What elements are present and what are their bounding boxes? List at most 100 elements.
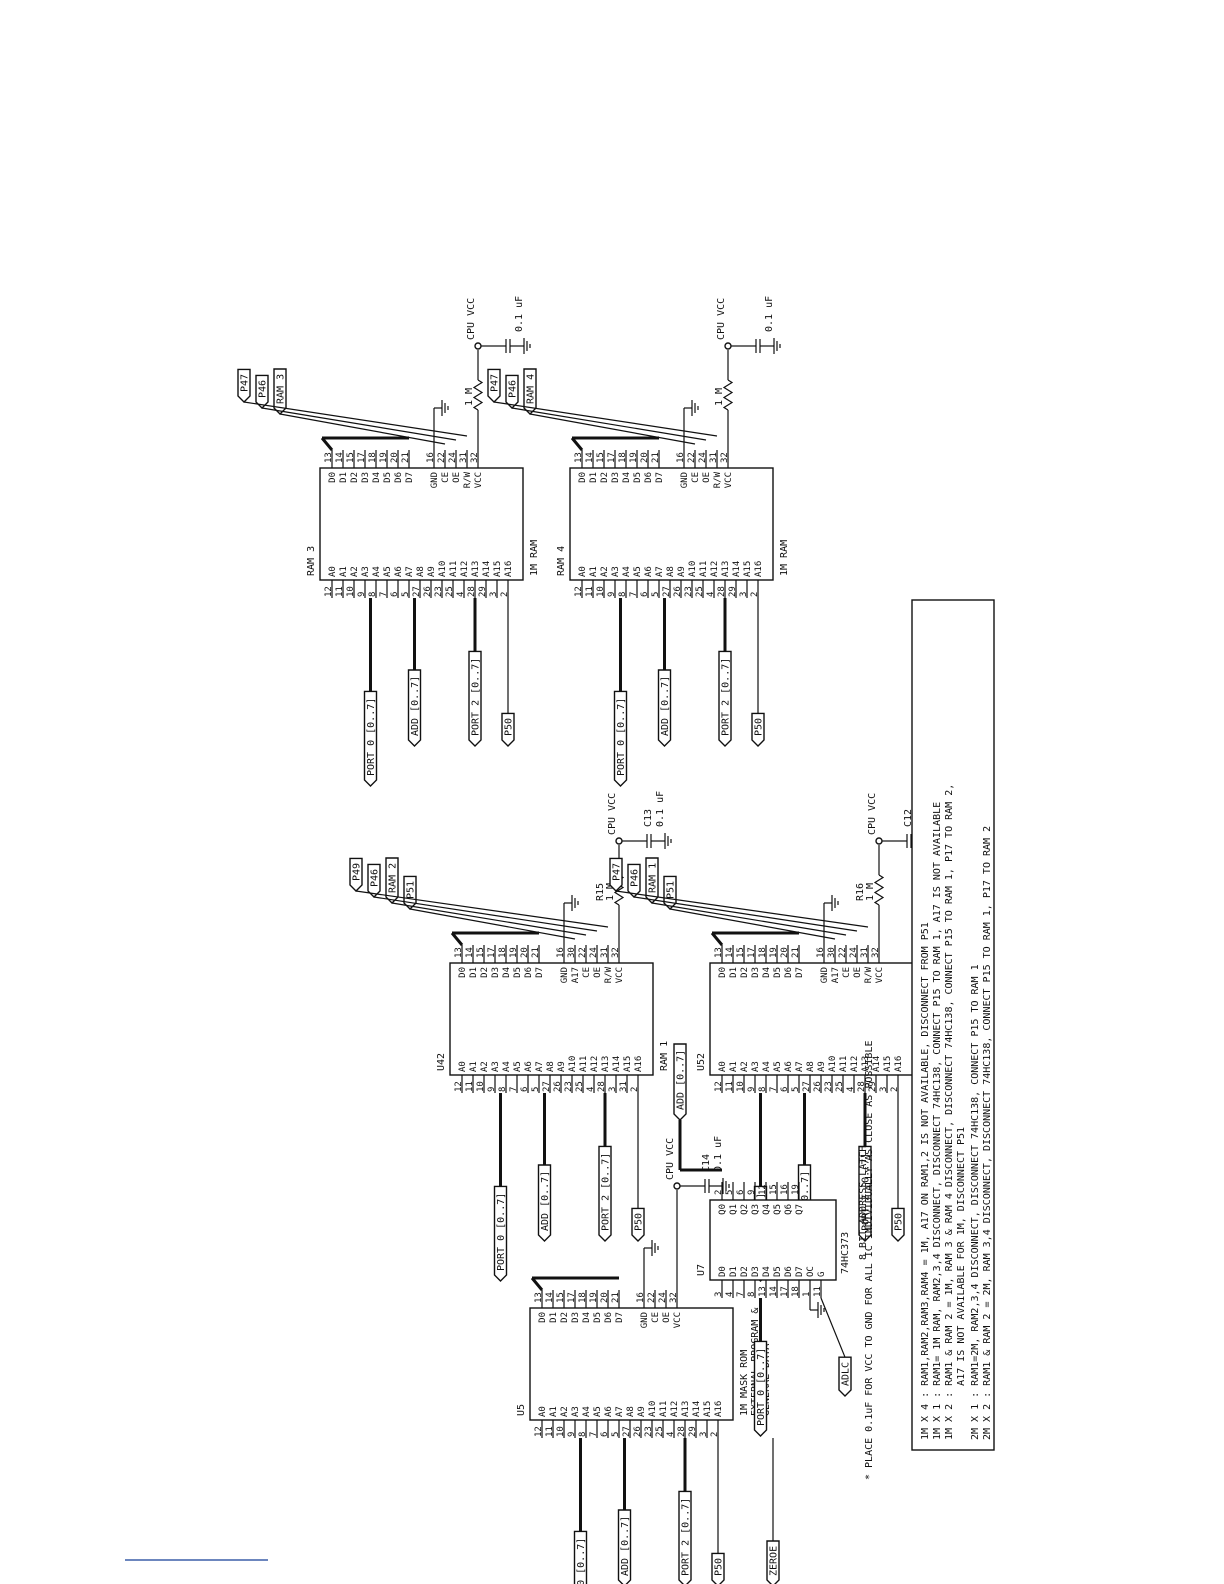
pin-signal: A7: [535, 1061, 545, 1072]
resistor-value: 1 M: [464, 388, 475, 406]
pin-signal: A4: [622, 566, 632, 577]
pin-number: 2: [890, 1087, 900, 1092]
net-flag-label: P46: [630, 869, 641, 887]
pin-signal: G: [817, 1272, 827, 1277]
pin-signal: A1: [339, 566, 349, 577]
pin-signal: A0: [328, 566, 338, 577]
pin-number: 29: [688, 1426, 698, 1437]
net-flag-label: PORT 0 [0..7]: [576, 1538, 587, 1584]
pin-signal: D3: [751, 1266, 761, 1277]
pin-signal: D7: [405, 472, 415, 483]
pin-number: 9: [487, 1087, 497, 1092]
pin-number: 14: [769, 1286, 779, 1297]
net-flag: P50: [891, 1207, 905, 1242]
pin-signal: GND: [680, 472, 690, 488]
pin-signal: Q3: [751, 1204, 761, 1215]
wire: [373, 896, 598, 932]
net-flag-outline: [631, 1207, 645, 1242]
net-flag-label: PORT 0 [0..7]: [496, 1193, 507, 1271]
capacitor-value: 0.1 uF: [655, 791, 666, 827]
pin-number: 26: [633, 1426, 643, 1437]
pin-number: 25: [695, 586, 705, 597]
cpu-vcc-label: CPU VCC: [716, 298, 727, 340]
pin-signal: D7: [795, 1266, 805, 1277]
pin-signal: A0: [578, 566, 588, 577]
pin-number: 4: [706, 592, 716, 597]
pin-number: 6: [780, 1087, 790, 1092]
pin-number: 18: [618, 452, 628, 463]
resistor-zigzag: [873, 874, 885, 906]
pin-signal: A11: [659, 1401, 669, 1417]
pin-number: 15: [556, 1292, 566, 1303]
pin-signal: A13: [471, 561, 481, 577]
pin-number: 28: [467, 586, 477, 597]
pin-number: 11: [335, 586, 345, 597]
pin-signal: GND: [430, 472, 440, 488]
pin-number: 16: [816, 947, 826, 958]
pin-number: 27: [622, 1426, 632, 1437]
pin-number: 18: [368, 452, 378, 463]
net-flag-label: PORT 0 [0..7]: [366, 698, 377, 776]
pin-signal: A7: [795, 1061, 805, 1072]
bus-line: [320, 437, 334, 451]
pin-number: 18: [578, 1292, 588, 1303]
pin-signal: A14: [872, 1056, 882, 1072]
pin-number: 16: [556, 947, 566, 958]
net-flag-label: P51: [666, 881, 677, 899]
pin-signal: D4: [762, 1266, 772, 1277]
net-flag: PORT 0 [0..7]: [493, 1185, 508, 1282]
net-flag: P47: [609, 857, 623, 892]
pin-signal: A11: [449, 561, 459, 577]
pin-number: 4: [586, 1087, 596, 1092]
net-flag: PORT 0 [0..7]: [573, 1530, 588, 1584]
config-note: 1M X 1 : RAM1= 1M RAM, RAM2,3,4 DISCONNE…: [932, 802, 943, 1440]
net-flag-label: P46: [258, 380, 269, 398]
pin-signal: D5: [383, 472, 393, 483]
pin-signal: D1: [729, 1266, 739, 1277]
pin-signal: Q2: [740, 1204, 750, 1215]
net-flag: P46: [367, 863, 381, 898]
pin-number: 15: [596, 452, 606, 463]
pin-signal: VCC: [875, 967, 885, 983]
pin-number: 6: [640, 592, 650, 597]
net-flag: P46: [255, 374, 269, 409]
config-note: 2M X 1 : RAM1=2M, RAM2,3,4 DISCONNECT, D…: [970, 964, 981, 1440]
pin-number: 19: [629, 452, 639, 463]
net-flag-label: ADLC: [841, 1362, 852, 1386]
pin-signal: A15: [703, 1401, 713, 1417]
pin-number: 22: [687, 452, 697, 463]
net-flag: PORT 2 [0..7]: [718, 650, 732, 747]
pin-signal: A10: [688, 561, 698, 577]
pin-signal: A15: [493, 561, 503, 577]
pin-number: 16: [676, 452, 686, 463]
pin-number: 25: [445, 586, 455, 597]
net-flag-label: P47: [240, 374, 251, 392]
capacitor-icon: [746, 338, 781, 354]
pin-signal: A11: [699, 561, 709, 577]
vcc-terminal: [724, 342, 732, 350]
pin-number: 31: [709, 452, 719, 463]
pin-number: 24: [448, 452, 458, 463]
pin-number: 23: [824, 1081, 834, 1092]
pin-number: 6: [600, 1432, 610, 1437]
resistor-zigzag: [722, 379, 734, 411]
pin-number: 21: [531, 947, 541, 958]
net-flag-outline: [403, 875, 417, 910]
pin-signal: A14: [692, 1401, 702, 1417]
pin-number: 3: [879, 1087, 889, 1092]
pin-number: 16: [780, 1184, 790, 1195]
pin-signal: A9: [637, 1406, 647, 1417]
pin-signal: D4: [502, 967, 512, 978]
pin-signal: A8: [626, 1406, 636, 1417]
pin-number: 2: [710, 1432, 720, 1437]
pin-number: 14: [725, 947, 735, 958]
pin-number: 26: [423, 586, 433, 597]
net-flag-label: ZEROE: [769, 1546, 780, 1576]
chip-description: 1M MASK ROM: [739, 1350, 750, 1416]
net-flag: ADLC: [838, 1356, 852, 1397]
pin-signal: D0: [538, 1312, 548, 1323]
pin-signal: D4: [762, 967, 772, 978]
